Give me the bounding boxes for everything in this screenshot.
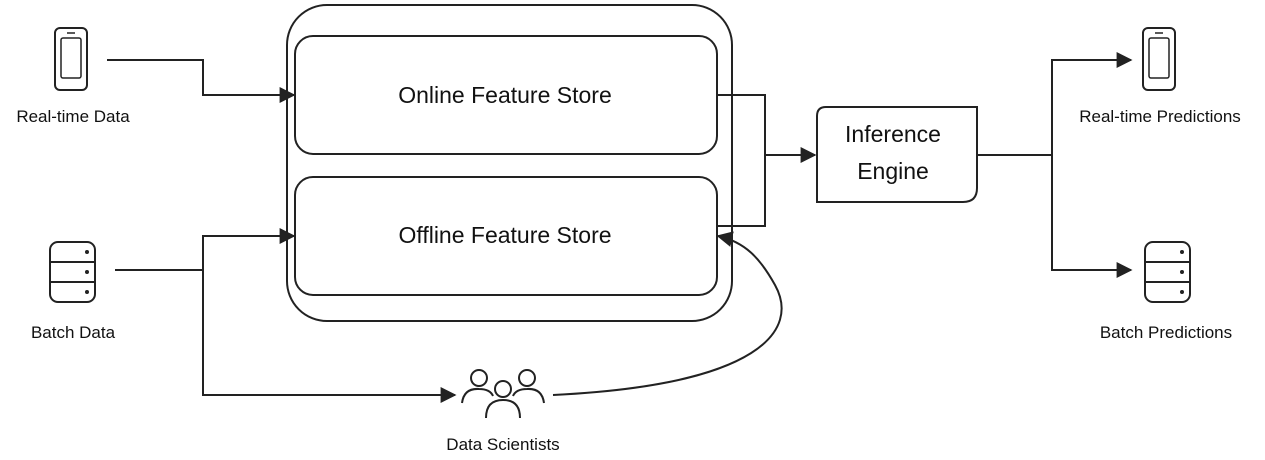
- connector-batch-to-offline: [115, 228, 296, 271]
- inference-engine-line2: Engine: [857, 158, 929, 184]
- connectors: [107, 52, 1133, 403]
- data-scientists: Data Scientists: [446, 369, 560, 454]
- database-icon: [49, 241, 96, 303]
- connector-batch-to-data-scientists: [202, 270, 457, 403]
- connector-realtime-to-online: [107, 59, 296, 103]
- batch-data-source: Batch Data: [31, 241, 116, 342]
- batch-predictions-label: Batch Predictions: [1100, 323, 1232, 342]
- users-group-icon: [461, 369, 545, 419]
- realtime-data-label: Real-time Data: [16, 107, 130, 126]
- realtime-predictions-output: Real-time Predictions: [1079, 27, 1241, 126]
- smartphone-icon: [54, 27, 88, 91]
- smartphone-icon: [1142, 27, 1176, 91]
- connector-to-batch-predictions: [1051, 155, 1133, 278]
- feature-store: Online Feature Store Offline Feature Sto…: [286, 4, 733, 322]
- inference-engine-line1: Inference: [845, 121, 941, 147]
- batch-predictions-output: Batch Predictions: [1100, 241, 1232, 342]
- realtime-data-source: Real-time Data: [16, 27, 130, 126]
- connector-offline-to-inference: [717, 155, 766, 227]
- connector-data-scientists-to-offline: [552, 231, 783, 396]
- inference-engine: Inference Engine: [816, 106, 978, 203]
- data-scientists-label: Data Scientists: [446, 435, 559, 454]
- realtime-predictions-label: Real-time Predictions: [1079, 107, 1241, 126]
- connector-to-realtime-predictions: [1051, 52, 1133, 155]
- inference-engine-box: [816, 106, 978, 203]
- offline-feature-store-label: Offline Feature Store: [398, 222, 611, 248]
- batch-data-label: Batch Data: [31, 323, 116, 342]
- database-icon: [1144, 241, 1191, 303]
- connector-online-to-inference: [717, 94, 766, 155]
- online-feature-store-label: Online Feature Store: [398, 82, 612, 108]
